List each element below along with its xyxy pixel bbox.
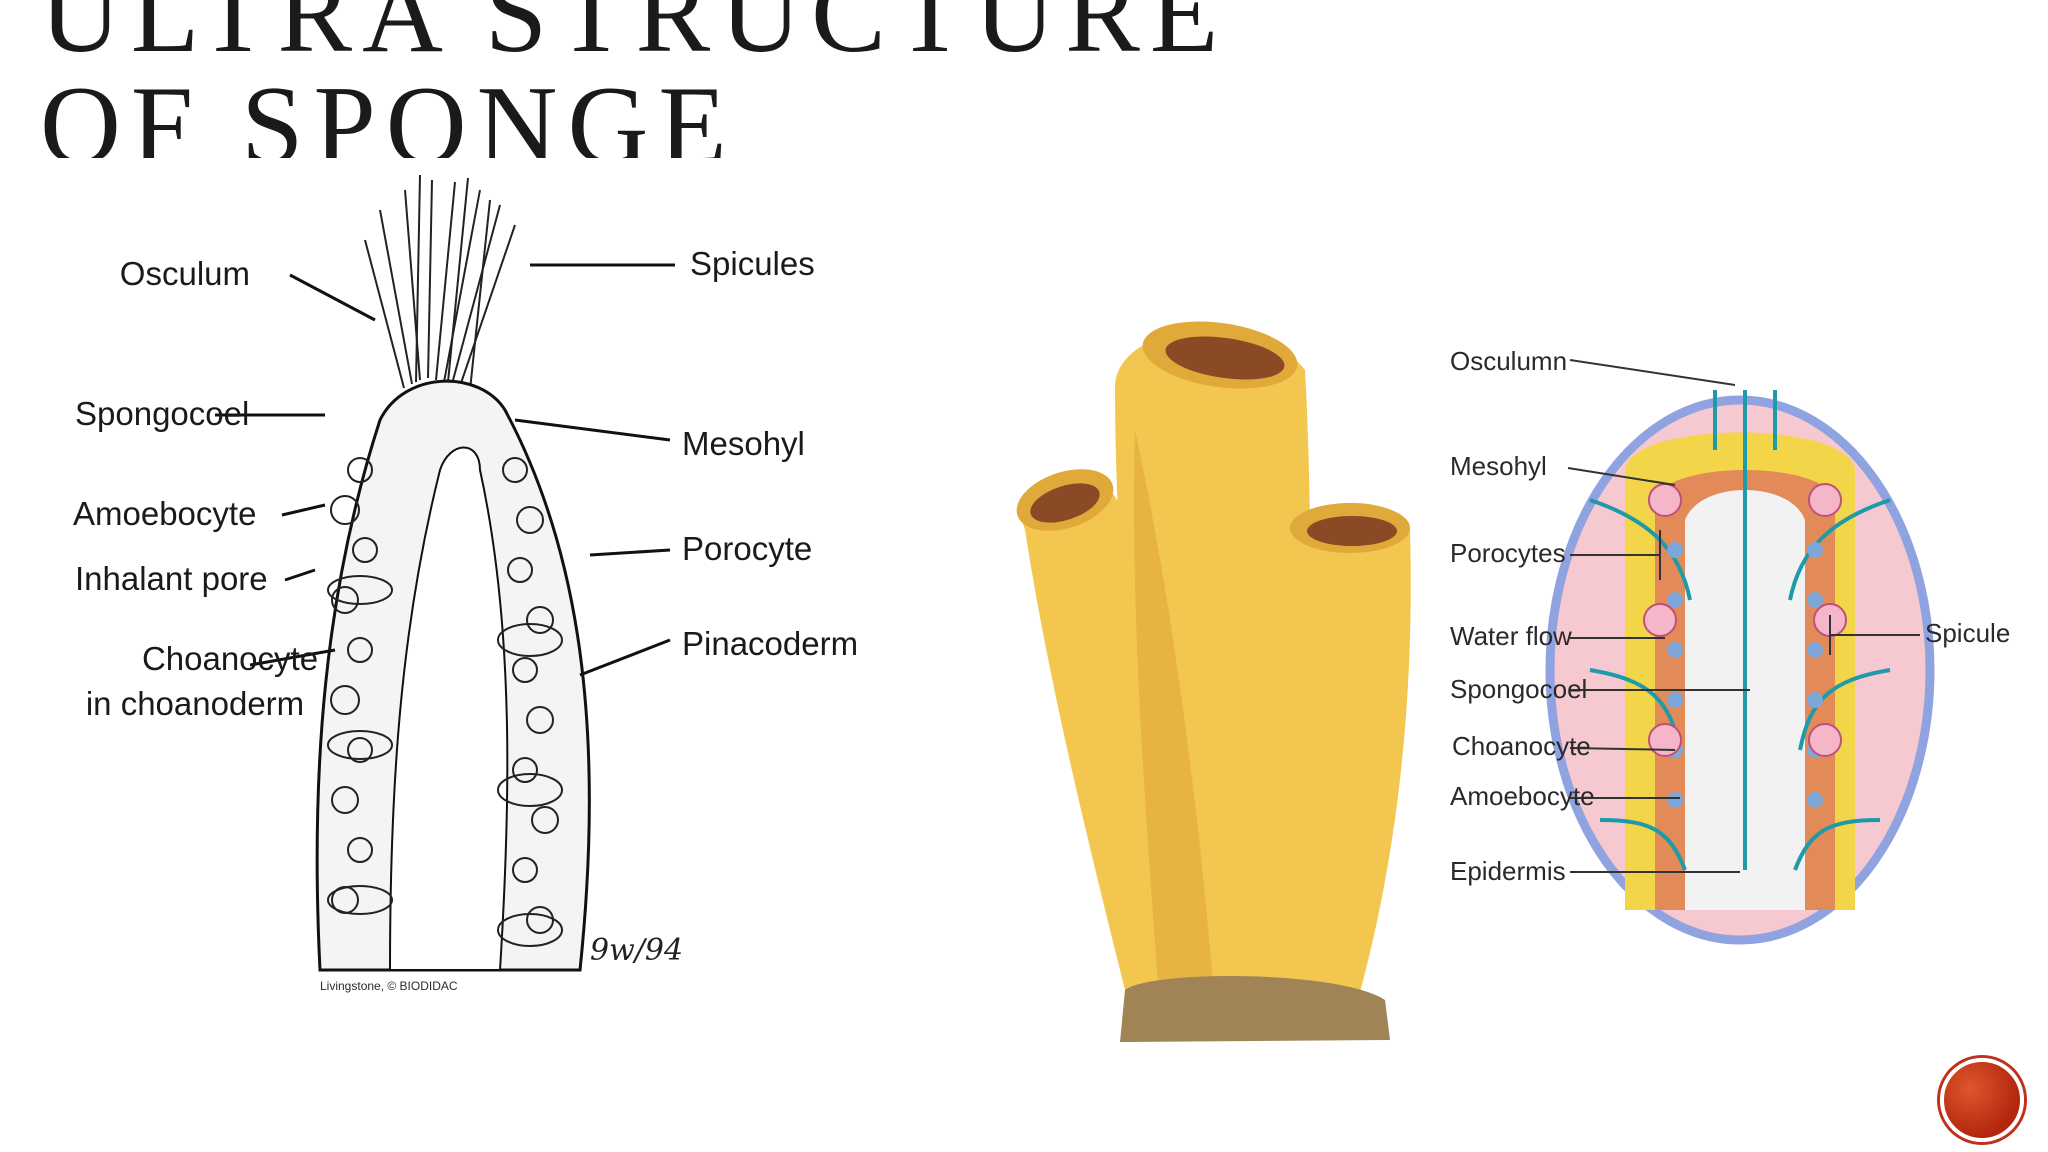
signature: 9w/94 [590,933,683,968]
label-amoebocyte-right: Amoebocyte [1450,781,1595,811]
label-spicules-right: Spicules [1925,618,2010,648]
slide-nav-button[interactable] [1940,1058,2024,1142]
label-epidermis: Epidermis [1450,856,1566,886]
label-spicules: Spicules [690,245,815,282]
cell-texture [327,457,563,947]
label-inhalant-pore: Inhalant pore [75,560,268,597]
sponge-line-diagram: Osculum Spicules Spongocoel Mesohyl Amoe… [73,174,858,993]
sponge-illustration [1016,321,1411,1042]
leader-lines-right [1567,359,1920,873]
label-spongocoel: Spongocoel [75,395,249,432]
leader-lines [215,263,675,677]
label-pinacoderm: Pinacoderm [682,625,858,662]
title-line-1: ULTRA STRUCTURE [40,0,1229,76]
label-choanoderm: in choanoderm [86,685,304,722]
spongocoel-cavity [388,446,509,971]
label-water-flow: Water flow [1450,621,1572,651]
label-osculum: Osculum [120,255,250,292]
label-porocyte: Porocyte [682,530,812,567]
label-spongocoel-right: Spongocoel [1450,674,1587,704]
sponge-tube-right [1287,502,1411,1010]
rock-base [1120,976,1390,1042]
label-amoebocyte: Amoebocyte [73,495,256,532]
label-choanocyte: Choanocyte [142,640,318,677]
title-line-2: OF SPONGE [40,64,737,158]
label-osculumn: Osculumn [1450,350,1567,376]
slide-title: ULTRA STRUCTURE OF SPONGE [40,0,1300,158]
sponge-tube-center [1115,321,1311,1011]
label-porocytes: Porocytes [1450,538,1566,568]
spicule-tuft [364,174,516,391]
label-mesohyl: Mesohyl [682,425,805,462]
label-choanocyte-right: Choanocyte [1452,731,1591,761]
label-mesohyl-right: Mesohyl [1450,451,1547,481]
sponge-cross-section-diagram: Osculumn Mesohyl Porocytes Water flow Sp… [1450,350,2010,945]
credit-text: Livingstone, © BIODIDAC [320,979,458,993]
